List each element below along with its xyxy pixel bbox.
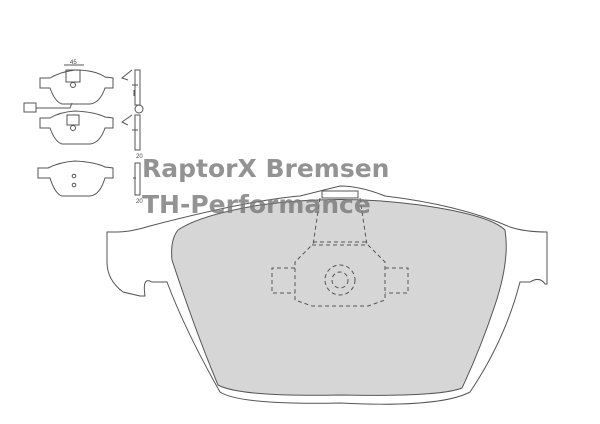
thumbnail-pad-with-sensor: 45 (23, 60, 144, 114)
clip-hidden-outline (271, 197, 409, 307)
thumbnail-pad-back: 20 (37, 160, 143, 205)
piston-circle (324, 264, 356, 296)
watermark-line1: RaptorX Bremsen (142, 154, 390, 183)
backing-plate (106, 185, 548, 405)
top-tab (321, 190, 359, 199)
friction-pad (171, 199, 507, 396)
thickness-dimension-2: 20 (136, 199, 143, 205)
thumbnail-pad: 20 (39, 110, 143, 160)
width-dimension: 45 (70, 60, 77, 66)
thickness-dimension-1: 20 (136, 154, 143, 160)
watermark-line2: TH-Performance (142, 190, 371, 219)
